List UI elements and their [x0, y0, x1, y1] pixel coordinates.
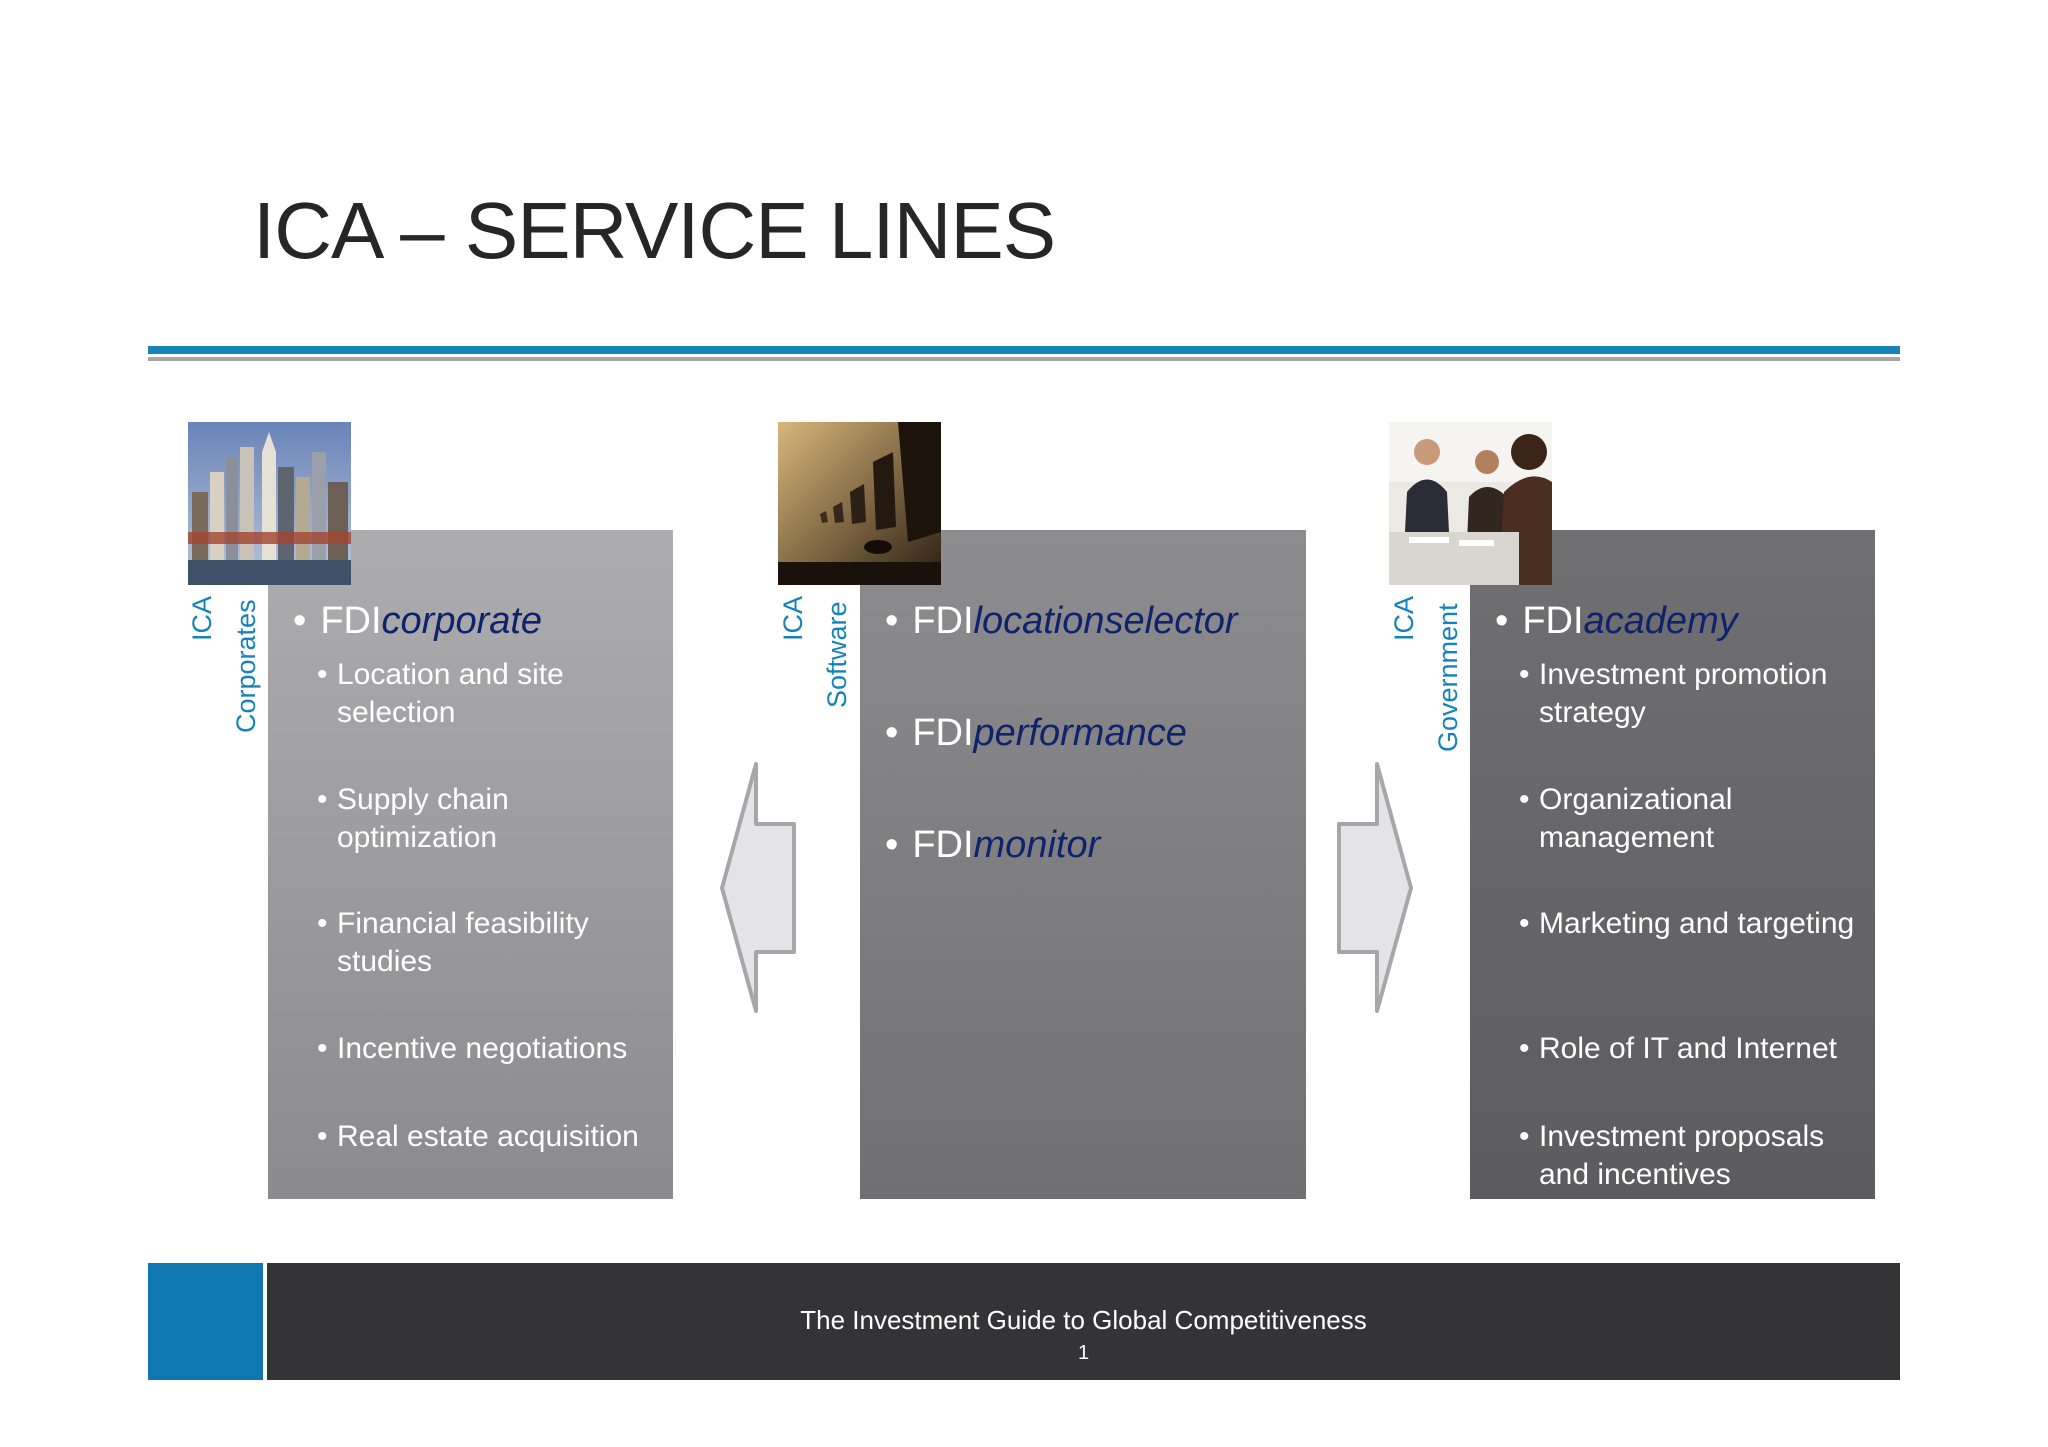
fdi-performance-item: •FDIperformance [885, 712, 1187, 754]
list-item: •Financial feasibility studies [317, 907, 589, 978]
list-item: •Real estate acquisition [317, 1120, 639, 1153]
list-item: •Location and site selection [317, 658, 564, 729]
software-panel [860, 530, 1306, 1199]
list-item: •Organizational management [1519, 783, 1733, 854]
list-item: •Supply chain optimization [317, 783, 509, 854]
list-item: •Marketing and targeting [1519, 907, 1855, 940]
list-item: •Investment promotion strategy [1519, 658, 1828, 729]
government-panel [1470, 530, 1875, 1199]
page-title: ICA – SERVICE LINES [253, 186, 1056, 275]
corporates-panel [268, 530, 673, 1199]
footer-bar [267, 1263, 1900, 1380]
fdi-corporate-heading: •FDIcorporate [293, 600, 543, 642]
business-meeting-photo [1389, 422, 1552, 585]
page-number: 1 [1077, 1342, 1090, 1364]
title-rule-gray [148, 357, 1900, 361]
list-item: •Role of IT and Internet [1519, 1032, 1837, 1065]
corporates-ica-label: ICA [187, 595, 217, 641]
right-arrow-icon [1337, 762, 1413, 1013]
footer-accent-block [148, 1263, 263, 1380]
list-item: •Investment proposals and incentives [1519, 1120, 1825, 1191]
city-skyline-photo [188, 422, 351, 585]
title-rule-blue [148, 346, 1900, 354]
list-item: •Incentive negotiations [317, 1032, 628, 1065]
fdi-locationselector-item: •FDIlocationselector [885, 600, 1238, 642]
government-ica-label: ICA [1389, 595, 1419, 641]
fdi-academy-heading: •FDIacademy [1495, 600, 1738, 642]
government-label: Government [1433, 603, 1463, 752]
corporates-label: Corporates [231, 599, 261, 733]
office-monitors-photo [778, 422, 941, 585]
left-arrow-icon [720, 762, 796, 1013]
footer-text: The Investment Guide to Global Competiti… [800, 1305, 1367, 1335]
fdi-monitor-item: •FDImonitor [885, 824, 1101, 866]
software-label: Software [822, 601, 852, 708]
software-ica-label: ICA [778, 595, 808, 641]
